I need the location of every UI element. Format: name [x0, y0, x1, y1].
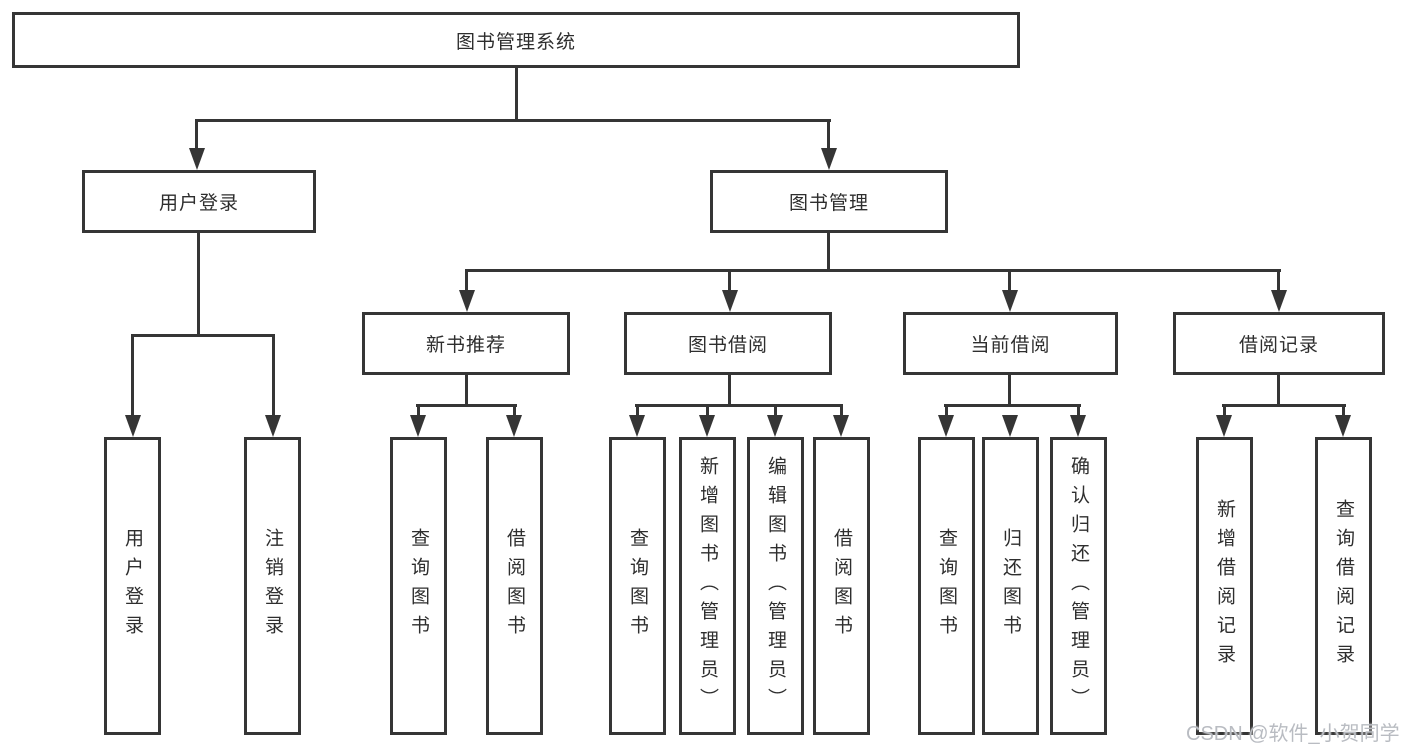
connector-line [1008, 269, 1011, 293]
connector-line [635, 404, 843, 407]
arrow-down-icon [833, 415, 849, 437]
node-new-book-recommendation: 新书推荐 [362, 312, 570, 375]
node-current-borrowing: 当前借阅 [903, 312, 1118, 375]
connector-line [1008, 373, 1011, 407]
connector-line [706, 404, 709, 417]
leaf-label: 查询图书 [408, 528, 429, 644]
arrow-down-icon [629, 415, 645, 437]
arrow-down-icon [938, 415, 954, 437]
leaf-query-books-borrow: 查询图书 [609, 437, 666, 735]
connector-line [774, 404, 777, 417]
leaf-user-login: 用户登录 [104, 437, 161, 735]
arrow-down-icon [1335, 415, 1351, 437]
connector-line [1223, 404, 1226, 417]
connector-line [465, 373, 468, 407]
connector-line [827, 231, 830, 271]
leaf-query-books-current: 查询图书 [918, 437, 975, 735]
leaf-label: 新增图书（管理员） [697, 455, 718, 717]
arrow-down-icon [410, 415, 426, 437]
connector-line [945, 404, 948, 417]
arrow-down-icon [189, 148, 205, 170]
leaf-label: 查询图书 [627, 528, 648, 644]
connector-line [944, 404, 1081, 407]
leaf-query-books-recommend: 查询图书 [390, 437, 447, 735]
leaf-label: 借阅图书 [504, 528, 525, 644]
arrow-down-icon [1002, 415, 1018, 437]
leaf-add-borrow-record: 新增借阅记录 [1196, 437, 1253, 735]
leaf-borrow-books: 借阅图书 [813, 437, 870, 735]
csdn-watermark: CSDN @软件_小贺同学 [1186, 723, 1400, 745]
arrow-down-icon [821, 148, 837, 170]
leaf-borrow-books-recommend: 借阅图书 [486, 437, 543, 735]
leaf-logout: 注销登录 [244, 437, 301, 735]
node-label: 用户登录 [158, 193, 239, 214]
connector-line [728, 373, 731, 407]
arrow-down-icon [1271, 290, 1287, 312]
leaf-label: 确认归还（管理员） [1068, 455, 1089, 717]
node-label: 图书管理系统 [455, 31, 576, 53]
node-label: 新书推荐 [425, 335, 506, 356]
connector-line [513, 404, 516, 417]
leaf-label: 用户登录 [122, 528, 143, 644]
connector-line [195, 119, 198, 152]
connector-line [827, 119, 830, 152]
node-library-system: 图书管理系统 [12, 12, 1020, 68]
node-label: 借阅记录 [1238, 335, 1319, 356]
leaf-return-books: 归还图书 [982, 437, 1039, 735]
arrow-down-icon [1002, 290, 1018, 312]
leaf-label: 借阅图书 [831, 528, 852, 644]
node-label: 当前借阅 [970, 335, 1051, 356]
connector-line [515, 66, 518, 122]
leaf-label: 归还图书 [1000, 528, 1021, 644]
arrow-down-icon [767, 415, 783, 437]
connector-line [416, 404, 517, 407]
arrow-down-icon [1070, 415, 1086, 437]
leaf-confirm-return-admin: 确认归还（管理员） [1050, 437, 1107, 735]
node-label: 图书管理 [788, 193, 869, 214]
connector-line [728, 269, 731, 293]
node-book-borrowing: 图书借阅 [624, 312, 832, 375]
arrow-down-icon [125, 415, 141, 437]
leaf-query-borrow-record: 查询借阅记录 [1315, 437, 1372, 735]
connector-line [1077, 404, 1080, 417]
arrow-down-icon [722, 290, 738, 312]
connector-line [1342, 404, 1345, 417]
arrow-down-icon [506, 415, 522, 437]
connector-line [272, 334, 275, 417]
connector-line [465, 269, 468, 293]
connector-line [417, 404, 420, 417]
connector-line [195, 119, 831, 122]
node-borrowing-records: 借阅记录 [1173, 312, 1385, 375]
leaf-label: 编辑图书（管理员） [765, 455, 786, 717]
node-book-management: 图书管理 [710, 170, 948, 233]
leaf-label: 新增借阅记录 [1214, 499, 1235, 673]
arrow-down-icon [265, 415, 281, 437]
connector-line [1277, 373, 1280, 407]
leaf-label: 查询借阅记录 [1333, 499, 1354, 673]
connector-line [636, 404, 639, 417]
leaf-label: 注销登录 [262, 528, 283, 644]
connector-line [131, 334, 134, 417]
connector-line [465, 269, 1281, 272]
arrow-down-icon [699, 415, 715, 437]
leaf-edit-books-admin: 编辑图书（管理员） [747, 437, 804, 735]
leaf-label: 查询图书 [936, 528, 957, 644]
arrow-down-icon [1216, 415, 1232, 437]
connector-line [1277, 269, 1280, 293]
node-user-login: 用户登录 [82, 170, 316, 233]
connector-line [131, 334, 275, 337]
connector-line [197, 231, 200, 337]
arrow-down-icon [459, 290, 475, 312]
node-label: 图书借阅 [687, 335, 768, 356]
connector-line [1222, 404, 1346, 407]
connector-line [840, 404, 843, 417]
leaf-add-books-admin: 新增图书（管理员） [679, 437, 736, 735]
